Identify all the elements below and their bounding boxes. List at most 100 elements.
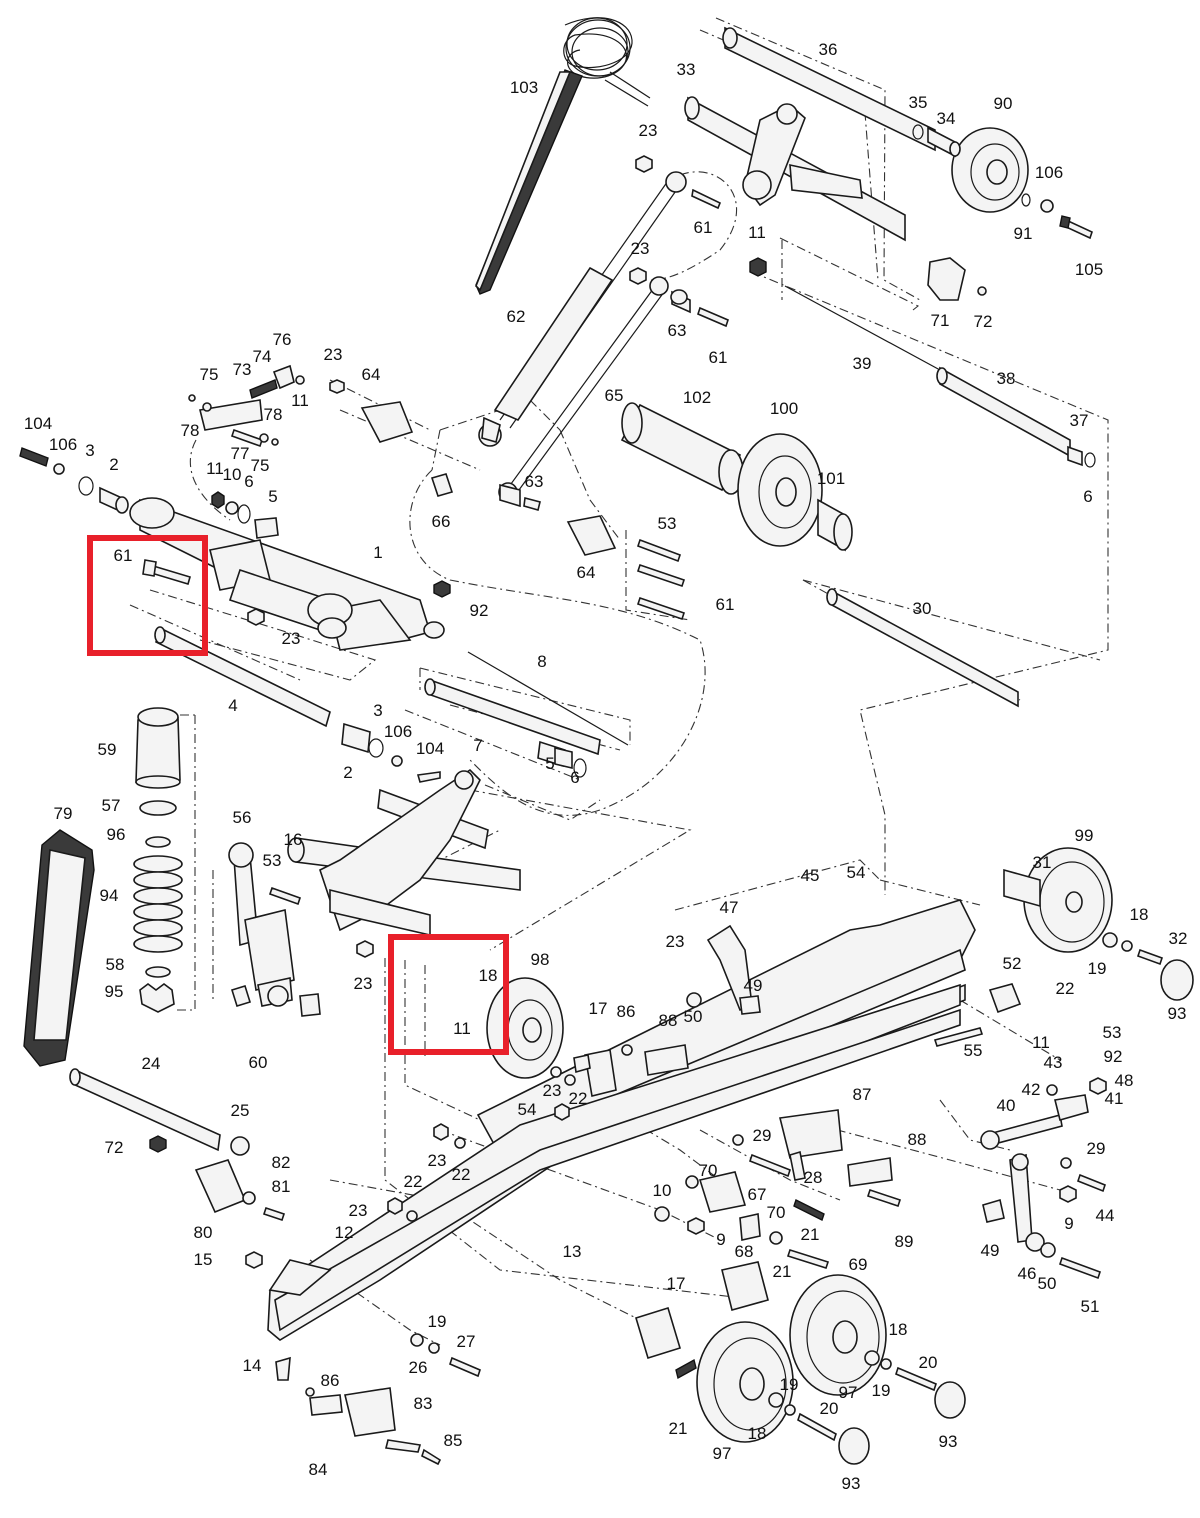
part-label-40: 40 bbox=[997, 1096, 1016, 1115]
part-label-61: 61 bbox=[709, 348, 728, 367]
part-label-99: 99 bbox=[1075, 826, 1094, 845]
part-label-103: 103 bbox=[510, 78, 538, 97]
part-label-17: 17 bbox=[589, 999, 608, 1018]
part-label-77: 77 bbox=[231, 444, 250, 463]
part-label-42: 42 bbox=[1022, 1080, 1041, 1099]
part-label-45: 45 bbox=[801, 866, 820, 885]
part-label-55: 55 bbox=[964, 1041, 983, 1060]
part-label-92: 92 bbox=[1104, 1047, 1123, 1066]
part-label-87: 87 bbox=[853, 1085, 872, 1104]
part-label-30: 30 bbox=[913, 599, 932, 618]
part-label-47: 47 bbox=[720, 898, 739, 917]
part-label-100: 100 bbox=[770, 399, 798, 418]
part-label-64: 64 bbox=[577, 563, 596, 582]
part-label-93: 93 bbox=[842, 1474, 861, 1493]
part-label-22: 22 bbox=[1056, 979, 1075, 998]
part-label-39: 39 bbox=[853, 354, 872, 373]
part-label-65: 65 bbox=[605, 386, 624, 405]
part-label-14: 14 bbox=[243, 1356, 262, 1375]
part-label-16: 16 bbox=[284, 830, 303, 849]
part-label-89: 89 bbox=[895, 1232, 914, 1251]
part-label-82: 82 bbox=[272, 1153, 291, 1172]
part-label-21: 21 bbox=[801, 1225, 820, 1244]
shock-absorber-62 bbox=[478, 171, 729, 502]
part-label-52: 52 bbox=[1003, 954, 1022, 973]
part-label-26: 26 bbox=[409, 1358, 428, 1377]
part-label-23: 23 bbox=[666, 932, 685, 951]
part-label-56: 56 bbox=[233, 808, 252, 827]
idler-wheel-100 bbox=[620, 402, 1019, 708]
part-label-72: 72 bbox=[974, 312, 993, 331]
part-label-6: 6 bbox=[244, 472, 253, 491]
part-label-54: 54 bbox=[518, 1100, 537, 1119]
part-label-3: 3 bbox=[373, 701, 382, 720]
part-label-18: 18 bbox=[889, 1320, 908, 1339]
part-label-19: 19 bbox=[1088, 959, 1107, 978]
part-label-91: 91 bbox=[1014, 224, 1033, 243]
part-label-35: 35 bbox=[909, 93, 928, 112]
part-label-51: 51 bbox=[1081, 1297, 1100, 1316]
wheels bbox=[486, 847, 1194, 1465]
part-label-20: 20 bbox=[919, 1353, 938, 1372]
part-label-6: 6 bbox=[570, 768, 579, 787]
part-label-78: 78 bbox=[181, 421, 200, 440]
part-label-22: 22 bbox=[569, 1089, 588, 1108]
part-label-75: 75 bbox=[251, 456, 270, 475]
assembly-dash-lines bbox=[129, 17, 1109, 1346]
part-label-28: 28 bbox=[804, 1168, 823, 1187]
part-label-37: 37 bbox=[1070, 411, 1089, 430]
part-label-85: 85 bbox=[444, 1431, 463, 1450]
part-label-3: 3 bbox=[85, 441, 94, 460]
part-label-101: 101 bbox=[817, 469, 845, 488]
part-label-106: 106 bbox=[1035, 163, 1063, 182]
part-label-33: 33 bbox=[677, 60, 696, 79]
part-label-90: 90 bbox=[994, 94, 1013, 113]
part-label-17: 17 bbox=[667, 1274, 686, 1293]
part-label-15: 15 bbox=[194, 1250, 213, 1269]
part-label-69: 69 bbox=[849, 1255, 868, 1274]
part-label-70: 70 bbox=[767, 1203, 786, 1222]
part-label-53: 53 bbox=[263, 851, 282, 870]
part-label-34: 34 bbox=[937, 109, 956, 128]
part-label-11: 11 bbox=[291, 391, 309, 410]
part-label-18: 18 bbox=[748, 1424, 767, 1443]
part-label-106: 106 bbox=[384, 722, 412, 741]
part-label-60: 60 bbox=[249, 1053, 268, 1072]
part-label-11: 11 bbox=[206, 459, 224, 478]
part-label-20: 20 bbox=[820, 1399, 839, 1418]
part-label-5: 5 bbox=[268, 487, 277, 506]
part-label-54: 54 bbox=[847, 863, 866, 882]
part-label-21: 21 bbox=[773, 1262, 792, 1281]
part-label-49: 49 bbox=[981, 1241, 1000, 1260]
part-label-23: 23 bbox=[349, 1201, 368, 1220]
part-label-53: 53 bbox=[658, 514, 677, 533]
part-label-19: 19 bbox=[872, 1381, 891, 1400]
part-label-86: 86 bbox=[321, 1371, 340, 1390]
part-label-104: 104 bbox=[24, 414, 52, 433]
part-label-23: 23 bbox=[354, 974, 373, 993]
part-label-18: 18 bbox=[1130, 905, 1149, 924]
part-label-2: 2 bbox=[109, 455, 118, 474]
part-label-93: 93 bbox=[939, 1432, 958, 1451]
part-label-92: 92 bbox=[470, 601, 489, 620]
part-label-10: 10 bbox=[223, 465, 242, 484]
part-label-73: 73 bbox=[233, 360, 252, 379]
part-label-23: 23 bbox=[631, 239, 650, 258]
part-label-27: 27 bbox=[457, 1332, 476, 1351]
part-label-96: 96 bbox=[107, 825, 126, 844]
part-label-57: 57 bbox=[102, 796, 121, 815]
part-label-53: 53 bbox=[1103, 1023, 1122, 1042]
part-label-25: 25 bbox=[231, 1101, 250, 1120]
part-label-38: 38 bbox=[997, 369, 1016, 388]
part-label-49: 49 bbox=[744, 976, 763, 995]
part-label-12: 12 bbox=[335, 1223, 354, 1242]
part-label-36: 36 bbox=[819, 40, 838, 59]
part-label-63: 63 bbox=[525, 472, 544, 491]
front-arm-assembly bbox=[19, 364, 686, 783]
part-label-9: 9 bbox=[716, 1230, 725, 1249]
part-label-75: 75 bbox=[200, 365, 219, 384]
part-label-95: 95 bbox=[105, 982, 124, 1001]
part-label-70: 70 bbox=[699, 1161, 718, 1180]
